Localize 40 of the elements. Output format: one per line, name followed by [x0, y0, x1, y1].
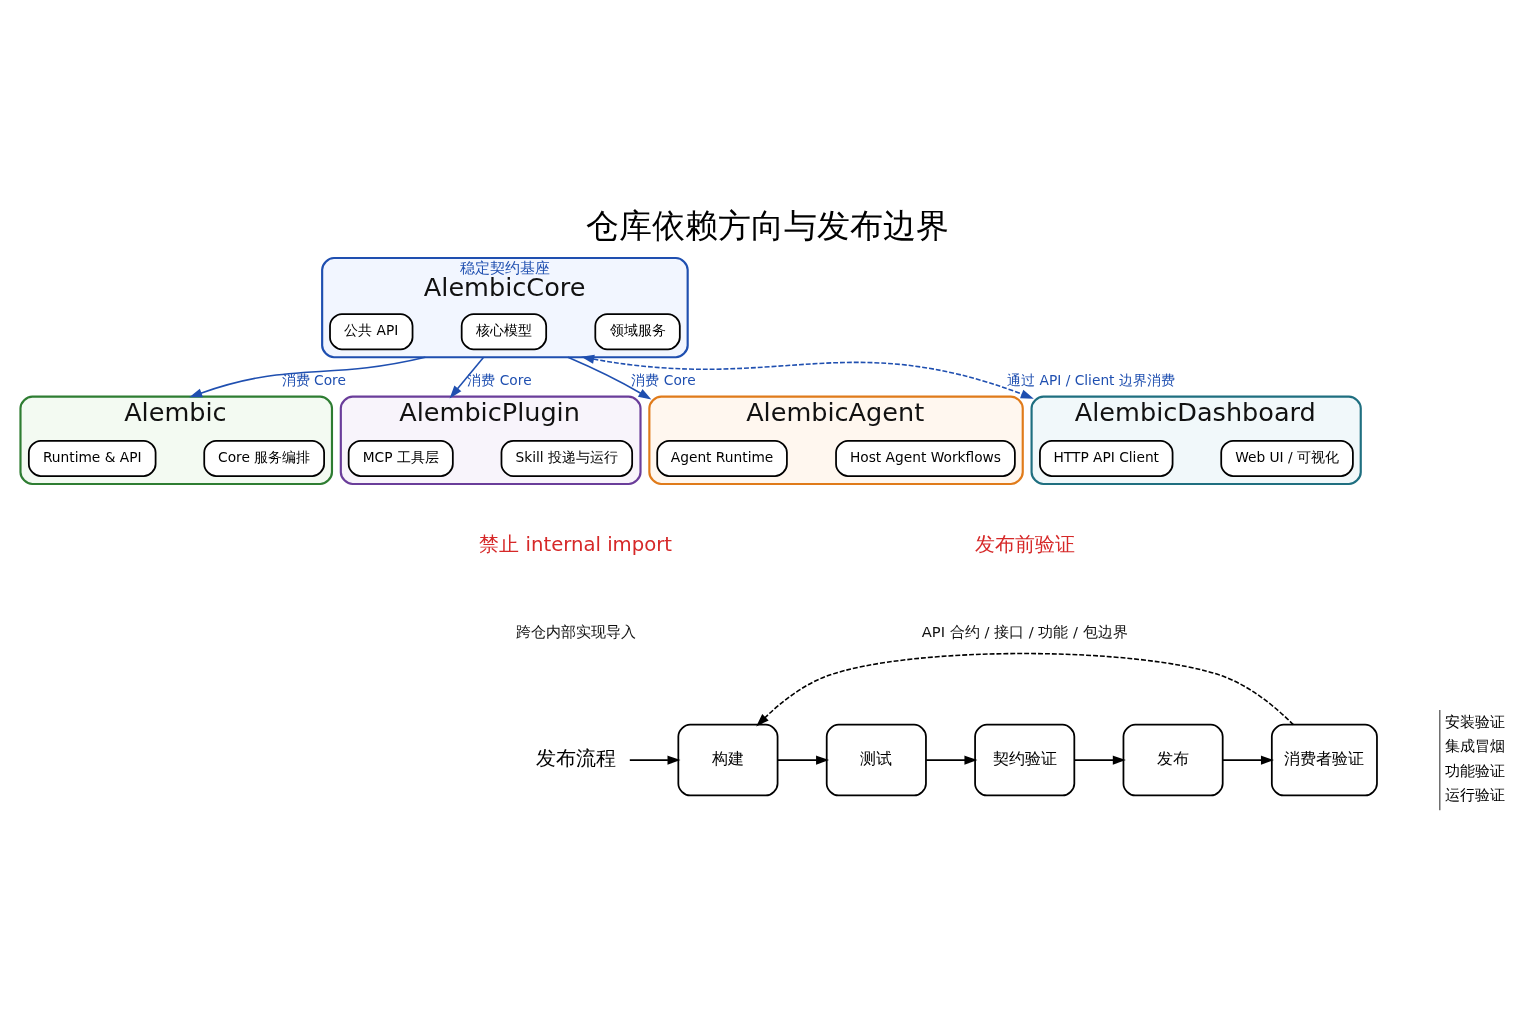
node-box: 公共 API: [329, 312, 414, 350]
edge-label: 消费 Core: [467, 371, 532, 388]
arrow: [777, 755, 830, 765]
edge-label: 消费 Core: [631, 371, 696, 388]
arrow: [189, 355, 427, 397]
arrow: [449, 355, 485, 398]
arrow: [629, 755, 681, 765]
arrow: [1221, 755, 1274, 765]
node-box: 消费者验证: [1270, 723, 1378, 796]
arrow: [581, 354, 1034, 399]
node-box: 契约验证: [974, 723, 1076, 796]
node-box: 领域服务: [594, 312, 681, 350]
diagram-title: 仓库依赖方向与发布边界: [586, 205, 950, 245]
arrow: [925, 755, 978, 765]
arrow: [1073, 755, 1126, 765]
node-box: 发布: [1122, 723, 1224, 796]
node-box: 测试: [825, 723, 927, 796]
node-box: Web UI / 可视化: [1220, 439, 1354, 477]
label: 禁止 internal import: [479, 532, 673, 556]
node-box: Skill 投递与运行: [500, 439, 634, 477]
edge-label: 消费 Core: [281, 371, 346, 388]
node-box: Core 服务编排: [203, 439, 325, 477]
edge-label: 通过 API / Client 边界消费: [1007, 371, 1175, 388]
node-box: Host Agent Workflows: [835, 439, 1016, 477]
node-box: 构建: [677, 723, 779, 796]
label: 运行验证: [1445, 785, 1506, 803]
label: 跨仓内部实现导入: [515, 622, 636, 640]
node-box: 核心模型: [460, 312, 548, 350]
node-box: MCP 工具层: [347, 439, 454, 477]
arrow: [567, 355, 652, 400]
arrow: [756, 652, 1295, 726]
label: 功能验证: [1445, 761, 1506, 779]
node-text: 发布流程: [535, 746, 616, 770]
node-box: Agent Runtime: [656, 439, 788, 477]
label: 安装验证: [1445, 712, 1506, 730]
label: 发布前验证: [974, 532, 1075, 556]
node-box: Runtime & API: [27, 439, 157, 477]
node-box: HTTP API Client: [1039, 439, 1174, 477]
label: 集成冒烟: [1445, 736, 1506, 754]
label: API 合约 / 接口 / 功能 / 包边界: [921, 622, 1128, 640]
